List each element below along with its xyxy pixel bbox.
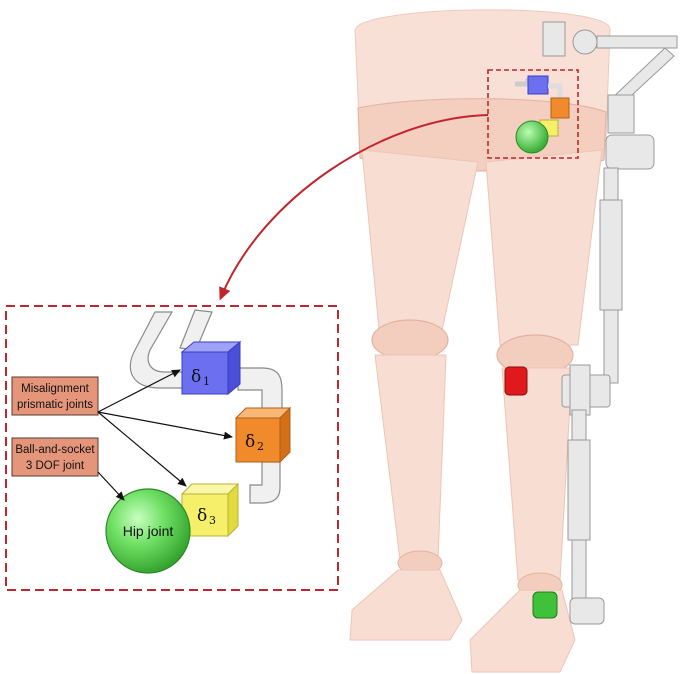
left-shank <box>374 354 447 561</box>
ankle-joint-marker <box>532 591 558 619</box>
left-foot <box>349 569 463 641</box>
arrow-to-hip-joint <box>97 471 125 501</box>
left-thigh <box>361 149 479 341</box>
delta1-symbol: δ <box>191 367 201 387</box>
arrow-to-delta3 <box>97 411 187 487</box>
delta3-index: 3 <box>209 514 216 527</box>
brace-hip-block <box>607 94 635 134</box>
delta3-symbol: δ <box>197 506 207 526</box>
delta2-symbol: δ <box>245 432 255 452</box>
delta2-index: 2 <box>257 440 264 453</box>
misalignment-line1: Misalignment <box>21 383 90 395</box>
brace-hip-cylinder <box>605 134 655 170</box>
focus-frame-small <box>487 69 579 159</box>
hip-joint-label: Hip joint <box>123 523 174 539</box>
knee-joint-marker <box>504 366 528 396</box>
ball-socket-label-box: Ball-and-socket 3 DOF joint <box>11 437 99 477</box>
brace-ankle-block <box>569 597 605 625</box>
brace-top-clamp <box>542 21 566 57</box>
left-knee-band <box>371 319 449 361</box>
brace-top-arm <box>596 35 678 49</box>
small-delta2-cube <box>550 97 570 119</box>
exoskeleton-brace <box>542 21 678 625</box>
brace-thigh-sleeve <box>599 199 623 311</box>
zoom-arrow <box>219 114 489 301</box>
ball-socket-line2: 3 DOF joint <box>26 460 85 472</box>
misalignment-line2: prismatic joints <box>17 399 93 411</box>
brace-knee-plate <box>569 364 591 416</box>
hip-joint-sphere: Hip joint <box>105 488 191 574</box>
delta1-cube: δ 1 <box>180 340 242 396</box>
misalignment-label-box: Misalignment prismatic joints <box>11 376 99 416</box>
legs-model <box>349 9 611 673</box>
arrow-to-delta2 <box>97 411 233 440</box>
small-hip-joint-assembly <box>515 75 570 154</box>
right-foot <box>469 589 576 673</box>
brace-shank-sleeve <box>567 439 591 541</box>
tube-d1-d2 <box>237 367 283 413</box>
delta1-index: 1 <box>203 375 210 388</box>
small-hip-sphere <box>515 120 549 154</box>
brace-top-knob <box>572 29 598 55</box>
pointer-arrows <box>97 369 233 501</box>
arrow-to-delta1 <box>97 369 181 413</box>
small-tube-2 <box>548 83 563 100</box>
delta2-cube: δ 2 <box>234 406 292 464</box>
small-delta1-cube <box>527 75 549 95</box>
tube-d2-d3 <box>249 461 281 504</box>
right-thigh <box>485 149 603 346</box>
ball-socket-line1: Ball-and-socket <box>15 444 95 456</box>
